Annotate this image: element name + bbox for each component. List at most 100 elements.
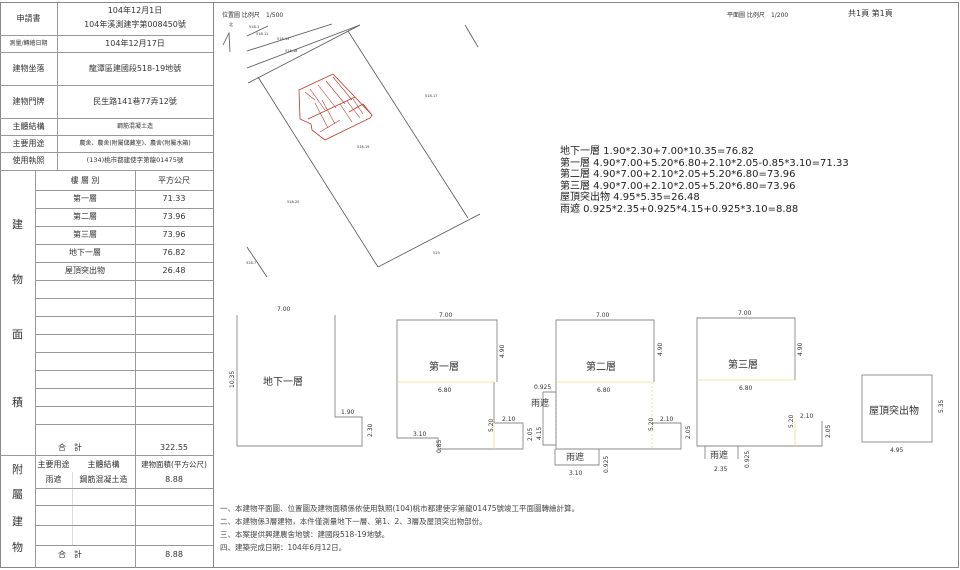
- survey-date: 104年12月17日: [105, 38, 165, 48]
- applicant-label: 申請書: [16, 13, 41, 23]
- row-divider: [35, 388, 213, 389]
- structure-label: 主體結構: [12, 121, 45, 131]
- area-total-label: 合 計: [58, 442, 82, 452]
- floor-name: 第三層: [73, 230, 97, 240]
- floor-area: 73.96: [162, 230, 186, 240]
- parcel-label: 518-7: [246, 261, 256, 265]
- row-divider: [35, 208, 213, 209]
- col-structure-header: 主體結構: [87, 459, 120, 469]
- floor-name: 第一層: [73, 194, 97, 204]
- col-annex-area-header: 建物面積(平方公尺): [141, 460, 207, 469]
- row-divider: [35, 298, 213, 299]
- floor-plan-title: 平面圖 比例尺 1/200: [727, 10, 788, 19]
- annex-side-label-4: 物: [12, 541, 23, 555]
- notes: 一、本建物平面圖、位置圖及建物面積係依使用執照(104)桃市都建使字第龍0147…: [220, 502, 579, 554]
- annex-side-label-3: 建: [12, 515, 23, 529]
- annex-side-label-1: 附: [12, 463, 23, 477]
- annex-area: 8.88: [165, 475, 183, 485]
- address: 民生路141巷77弄12號: [93, 96, 177, 106]
- location: 龍潭區建國段518-19地號: [88, 63, 182, 73]
- note: 一、本建物平面圖、位置圖及建物面積係依使用執照(104)桃市都建使字第龍0147…: [220, 504, 580, 513]
- north-arrow-icon: [222, 31, 231, 53]
- row-divider: [35, 424, 213, 425]
- calc-line: 屋頂突出物 4.95*5.35=26.48: [560, 192, 700, 203]
- area-side-label-3: 面: [12, 328, 23, 342]
- calc-line: 第一層 4.90*7.00+5.20*6.80+2.10*2.05-0.85*3…: [560, 157, 849, 169]
- floor-name: 地下一層: [69, 248, 101, 258]
- building-footprint: [298, 73, 373, 141]
- floor-area: 26.48: [162, 266, 186, 276]
- address-label: 建物門牌: [12, 96, 45, 106]
- permit: (134)桃市都建使字第龍01475號: [86, 156, 184, 165]
- parcel-label: 518-20: [287, 200, 299, 204]
- area-side-label-2: 物: [12, 273, 23, 287]
- parcel-label: 518-13: [277, 37, 289, 41]
- floor-plan-title-text: 平面圖 比例尺: [727, 12, 765, 19]
- annex-structure: 鋼筋混凝土造: [79, 475, 128, 485]
- site-plan-title: 位置圖 比例尺 1/500: [222, 10, 283, 19]
- calc-line: 地下一層 1.90*2.30+7.00*10.35=76.82: [560, 146, 754, 157]
- parcel-line: [377, 213, 481, 268]
- note: 四、建築完成日期：104年6月12日。: [220, 543, 347, 552]
- usage: 農舍、農舍(附屬儲藏室)、農舍(附屬水箱): [79, 139, 191, 147]
- site-plan-title-text: 位置圖 比例尺: [222, 12, 260, 19]
- applicant-no: 104年溪測建字第008450號: [84, 20, 186, 30]
- annex-usage: 雨遮: [45, 475, 62, 485]
- row-divider: [35, 406, 213, 407]
- area-side-label-1: 建: [12, 218, 23, 232]
- parcel-line: [246, 25, 269, 37]
- applicant-date: 104年12月1日: [107, 6, 163, 16]
- floor-plan-scale: 1/200: [770, 12, 789, 19]
- col-floor-header: 樓 層 別: [70, 176, 100, 186]
- annex-total: 8.88: [165, 550, 183, 560]
- row-divider: [35, 316, 213, 317]
- permit-label: 使用執照: [12, 156, 45, 166]
- calc-line: 雨遮 0.925*2.35+0.925*4.15+0.925*3.10=8.88: [560, 203, 799, 215]
- row-divider: [35, 262, 213, 263]
- col-usage-header: 主要用途: [37, 459, 70, 469]
- parcel-line: [247, 24, 361, 84]
- parcel-line: [347, 30, 469, 219]
- parcel-label: 518-1: [249, 25, 259, 29]
- survey-date-label: 測量/轉繪日期: [9, 39, 48, 47]
- structure: 鋼筋混凝土造: [116, 122, 153, 130]
- floor-area: 71.33: [162, 194, 186, 204]
- row-divider: [35, 226, 213, 227]
- calc-line: 第二層 4.90*7.00+2.10*2.05+5.20*6.80=73.96: [560, 169, 796, 180]
- parcel-label: 519: [433, 251, 440, 255]
- row-divider: [35, 244, 213, 245]
- floor-name: 屋頂突出物: [65, 266, 105, 276]
- row-divider: [35, 370, 213, 371]
- parcel-label: 518-11: [256, 32, 268, 36]
- site-plan-scale: 1/500: [265, 12, 284, 19]
- usage-label: 主要用途: [12, 138, 45, 148]
- location-label: 建物坐落: [12, 63, 45, 73]
- row-divider: [35, 280, 213, 281]
- north-label: 北: [229, 21, 233, 27]
- floor-area: 76.82: [162, 248, 186, 258]
- row-divider: [35, 352, 213, 353]
- col-area-header: 平方公尺: [158, 176, 190, 186]
- note: 三、本案提供興建農舍地號：建國段518-19地號。: [220, 530, 390, 539]
- annex-total-label: 合 計: [58, 550, 82, 560]
- row-divider: [35, 334, 213, 335]
- calc-line: 第三層 4.90*7.00+2.10*2.05+5.20*6.80=73.96: [560, 180, 796, 192]
- parcel-line: [246, 23, 333, 52]
- page-indicator: 共1頁 第1頁: [848, 9, 893, 18]
- parcel-line: [257, 76, 379, 268]
- parcel-line: [246, 246, 268, 278]
- floor-name: 第二層: [73, 212, 97, 222]
- area-calculations: 地下一層 1.90*2.30+7.00*10.35=76.82 第一層 4.90…: [560, 146, 849, 215]
- area-side-label-4: 積: [12, 396, 23, 410]
- parcel-label: 518-19: [357, 145, 369, 149]
- area-total: 322.55: [160, 442, 188, 452]
- floor-area: 73.96: [162, 212, 186, 222]
- parcel-label: 518-17: [425, 94, 437, 98]
- note: 二、本建物係3層建物，本件僅測量地下一層、第1、2、3層及屋頂突出物部份。: [220, 517, 487, 526]
- annex-side-label-2: 屬: [12, 488, 23, 502]
- parcel-label: 518-18: [285, 49, 297, 53]
- parcel-line: [464, 24, 479, 48]
- parcel-line: [246, 24, 361, 69]
